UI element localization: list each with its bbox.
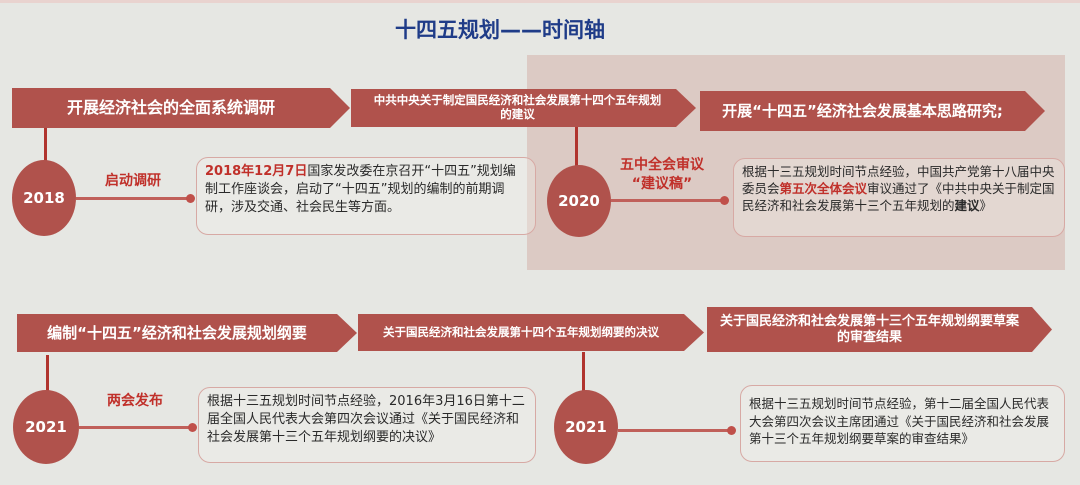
event-description: 根据十三五规划时间节点经验，2016年3月16日第十二届全国人民代表大会第四次会…: [207, 394, 525, 445]
connector-dot-2020: [720, 196, 729, 205]
page-title: 十四五规划——时间轴: [395, 18, 605, 42]
phase-arrow-outline: 编制“十四五”经济和社会发展规划纲要: [17, 314, 357, 352]
year-label: 2021: [565, 418, 607, 436]
phase-arrow-label: 关于国民经济和社会发展第十四个五年规划纲要的决议: [383, 324, 659, 339]
phase-arrow-survey: 开展经济社会的全面系统调研: [12, 88, 350, 128]
year-label: 2018: [23, 189, 65, 207]
connector-horizontal-2018: [76, 197, 188, 200]
event-description: 国家发改委在京召开“十四五”规划编制工作座谈会，启动了“十四五”规划的编制的前期…: [205, 164, 516, 215]
event-date-highlight: 2018年12月7日: [205, 164, 308, 179]
event-card-2021a: 根据十三五规划时间节点经验，2016年3月16日第十二届全国人民代表大会第四次会…: [198, 387, 536, 463]
connector-dot-2021b: [727, 426, 736, 435]
connector-vertical-2018: [44, 128, 47, 168]
connector-horizontal-2021b: [618, 429, 731, 432]
event-card-2018: 2018年12月7日国家发改委在京召开“十四五”规划编制工作座谈会，启动了“十四…: [196, 157, 536, 235]
phase-arrow-label: 开展经济社会的全面系统调研: [66, 98, 275, 118]
phase-arrow-research: 开展“十四五”经济社会发展基本思路研究;: [700, 91, 1045, 131]
year-label: 2020: [558, 192, 600, 210]
year-circle-2020: 2020: [547, 165, 611, 237]
event-label-2020: 五中全会审议 “建议稿”: [612, 156, 712, 194]
year-circle-2021a: 2021: [13, 390, 79, 464]
phase-arrow-proposal: 中共中央关于制定国民经济和社会发展第十四个五年规划的建议: [351, 89, 696, 127]
top-border: [0, 0, 1080, 3]
phase-arrow-label: 关于国民经济和社会发展第十三个五年规划纲要草案的审查结果: [719, 313, 1019, 345]
phase-arrow-resolution: 关于国民经济和社会发展第十四个五年规划纲要的决议: [358, 314, 704, 351]
event-card-2020: 根据十三五规划时间节点经验，中国共产党第十八届中央委员会第五次全体会议审议通过了…: [733, 158, 1065, 237]
connector-horizontal-2021a: [79, 426, 192, 429]
connector-dot-2018: [186, 194, 195, 203]
event-label-2018: 启动调研: [105, 173, 161, 189]
year-circle-2018: 2018: [12, 160, 76, 236]
event-description-end: 》: [979, 197, 993, 213]
phase-arrow-label: 开展“十四五”经济社会发展基本思路研究;: [722, 102, 1003, 120]
connector-vertical-2020: [575, 127, 578, 167]
connector-vertical-2021b: [582, 352, 585, 392]
connector-dot-2021a: [188, 423, 197, 432]
event-bold: 建议: [954, 197, 980, 213]
phase-arrow-review: 关于国民经济和社会发展第十三个五年规划纲要草案的审查结果: [707, 307, 1052, 352]
event-description: 根据十三五规划时间节点经验，第十二届全国人民代表大会第四次会议主席团通过《关于国…: [749, 396, 1050, 446]
year-circle-2021b: 2021: [554, 390, 618, 464]
connector-horizontal-2020: [611, 199, 723, 202]
phase-arrow-label: 中共中央关于制定国民经济和社会发展第十四个五年规划的建议: [373, 93, 662, 121]
phase-arrow-label: 编制“十四五”经济和社会发展规划纲要: [47, 324, 307, 342]
event-description-cont: 审议通过了《中共中央关于制定国民经济和社会发展第十三个五年规划的: [742, 180, 1055, 213]
event-label-2021a: 两会发布: [107, 393, 163, 409]
connector-vertical-2021a: [46, 355, 49, 395]
event-label-line1: 五中全会审议: [620, 157, 704, 173]
event-card-2021b: 根据十三五规划时间节点经验，第十二届全国人民代表大会第四次会议主席团通过《关于国…: [740, 385, 1065, 462]
event-label-line2: “建议稿”: [631, 175, 693, 192]
event-description: 根据十三五规划时间节点经验，中国共产党第十八届中央委员会: [742, 164, 1055, 196]
event-highlight: 第五次全体会议: [779, 180, 868, 196]
year-label: 2021: [25, 418, 67, 436]
